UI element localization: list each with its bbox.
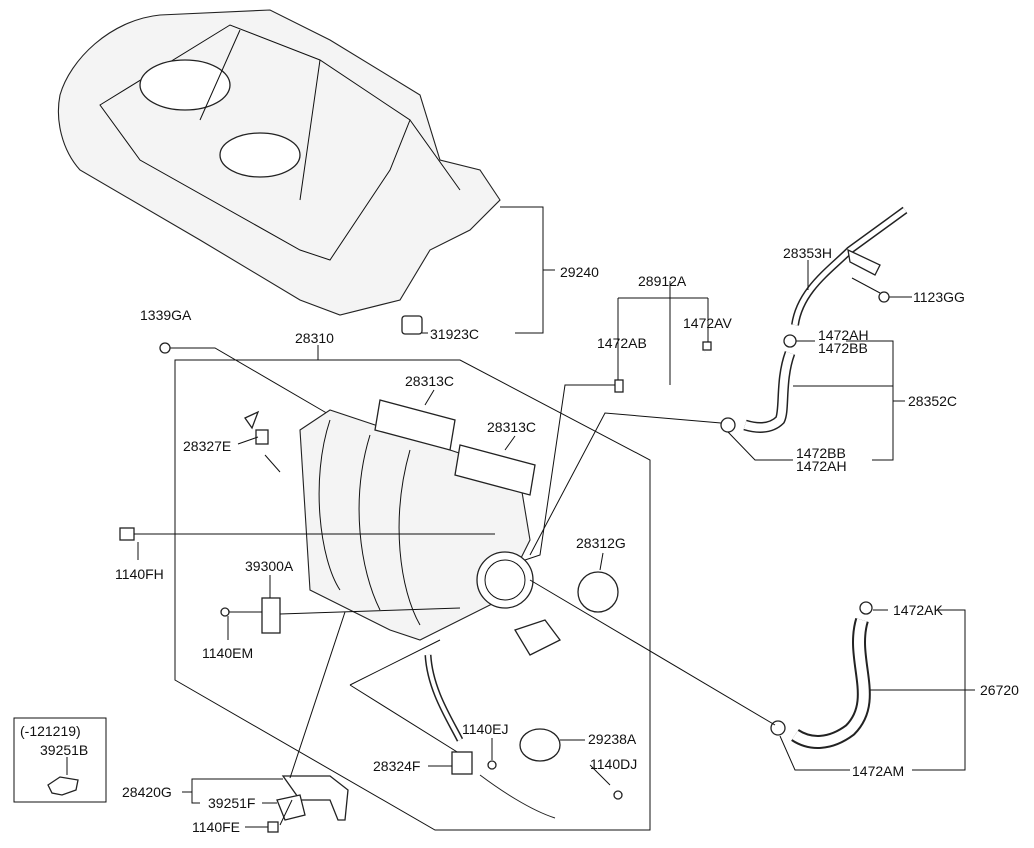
label-28313C-1: 28313C xyxy=(405,373,454,389)
bracket-39251B xyxy=(47,776,79,796)
label-1140EJ: 1140EJ xyxy=(462,721,508,737)
label-28327E: 28327E xyxy=(183,438,231,454)
label-28324F: 28324F xyxy=(373,758,420,774)
cap-e xyxy=(255,429,269,445)
label-39251B: 39251B xyxy=(40,742,88,758)
label-28353H: 28353H xyxy=(783,245,832,261)
label-1123GG: 1123GG xyxy=(913,289,965,305)
label-28310: 28310 xyxy=(295,330,334,346)
label-1140FE: 1140FE xyxy=(192,819,240,835)
label-26720: 26720 xyxy=(980,682,1019,698)
label-1140DJ: 1140DJ xyxy=(590,756,637,772)
label-1472AV: 1472AV xyxy=(683,315,732,331)
grommet xyxy=(401,315,423,335)
actuator-29238A xyxy=(519,728,561,762)
label-1472AK: 1472AK xyxy=(893,602,943,618)
manifold-group-outline xyxy=(174,359,651,831)
label-28420G: 28420G xyxy=(122,784,172,800)
label-39251F: 39251F xyxy=(208,795,255,811)
inset-box xyxy=(13,717,107,803)
leader-1339GA xyxy=(170,347,331,416)
leader-28420G xyxy=(182,778,283,828)
leader-28352C xyxy=(727,340,905,461)
bolt-1140EM xyxy=(220,607,230,617)
intake-manifold xyxy=(299,409,534,641)
idle-valve xyxy=(514,619,561,656)
inset-note: (-121219) xyxy=(20,723,81,739)
label-29240: 29240 xyxy=(560,264,599,280)
label-39300A: 39300A xyxy=(245,558,294,574)
label-29238A: 29238A xyxy=(588,731,637,747)
engine-cover xyxy=(57,9,501,316)
gaskets xyxy=(374,399,536,496)
label-1472AH-top: 1472AH xyxy=(818,327,869,343)
label-28352C: 28352C xyxy=(908,393,957,409)
label-1472BB-bottom: 1472BB xyxy=(796,445,846,461)
leader-29240 xyxy=(500,206,555,334)
map-sensor xyxy=(261,597,281,634)
label-1140EM: 1140EM xyxy=(202,645,253,661)
bracket-39251F xyxy=(276,794,306,821)
bolt-1140FH xyxy=(119,527,135,541)
label-28312G: 28312G xyxy=(576,535,626,551)
label-1472AB: 1472AB xyxy=(597,335,647,351)
bolt-1339GA xyxy=(159,342,171,354)
leader-28912A xyxy=(617,281,709,385)
label-1472AM: 1472AM xyxy=(852,763,904,779)
bracket-28420G xyxy=(281,775,349,821)
gasket-ring xyxy=(577,571,619,613)
label-28912A: 28912A xyxy=(638,273,687,289)
label-1140FH: 1140FH xyxy=(115,566,164,582)
leader-26720 xyxy=(779,609,975,771)
label-28313C-2: 28313C xyxy=(487,419,536,435)
label-1472BB-top: 1472BB xyxy=(818,340,868,356)
label-1339GA: 1339GA xyxy=(140,307,192,323)
cap xyxy=(244,410,260,430)
valve-28324F xyxy=(451,751,473,775)
label-1472AH-bottom: 1472AH xyxy=(796,458,847,474)
label-31923C: 31923C xyxy=(430,326,479,342)
